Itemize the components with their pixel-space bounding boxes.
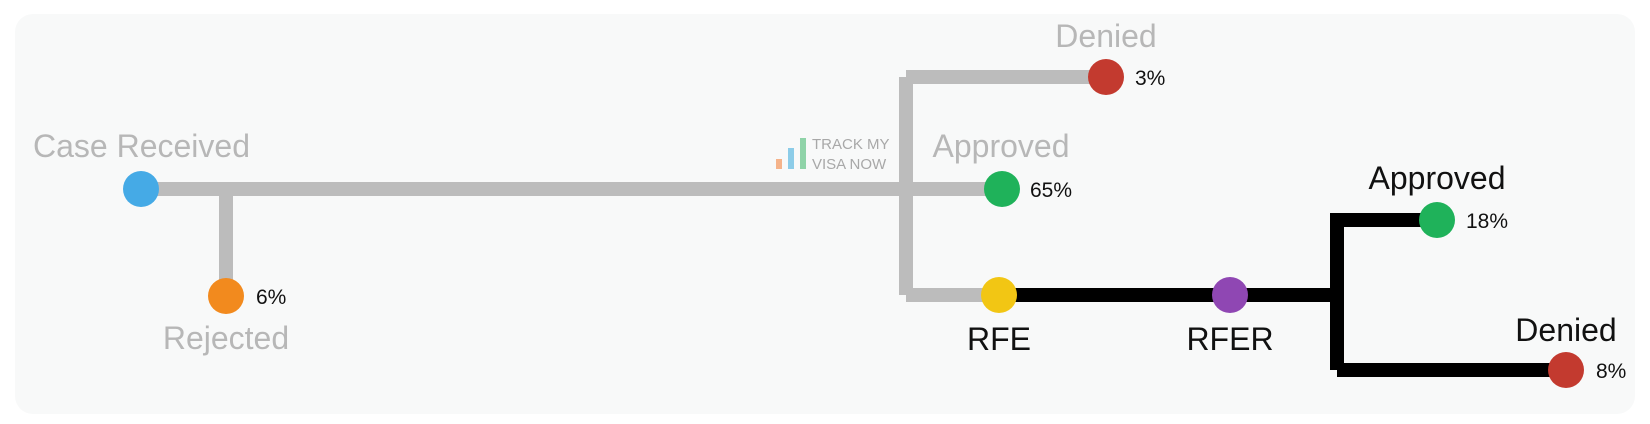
logo-bars-icon — [776, 138, 806, 169]
label-rfe: RFE — [967, 321, 1031, 357]
node-approved-right — [1419, 202, 1455, 238]
pct-approved-right: 18% — [1466, 210, 1508, 233]
label-rejected: Rejected — [163, 320, 289, 356]
label-approved-right: Approved — [1369, 160, 1506, 196]
logo-line-2: VISA NOW — [812, 156, 887, 173]
pct-denied-top: 3% — [1135, 67, 1165, 90]
node-denied-right — [1548, 352, 1584, 388]
label-rfer: RFER — [1186, 321, 1273, 357]
pct-rejected: 6% — [256, 286, 286, 309]
label-case-received: Case Received — [33, 128, 250, 164]
label-approved-mid: Approved — [933, 128, 1070, 164]
inactive-paths — [141, 70, 1106, 302]
node-case-received — [123, 171, 159, 207]
logo-line-1: TRACK MY — [812, 136, 890, 153]
pct-approved-mid: 65% — [1030, 179, 1072, 202]
label-denied-right: Denied — [1515, 312, 1616, 348]
node-rfe — [981, 277, 1017, 313]
label-denied-top: Denied — [1055, 18, 1156, 54]
node-rejected — [208, 278, 244, 314]
active-paths — [999, 213, 1566, 377]
node-approved-mid — [984, 171, 1020, 207]
pct-denied-right: 8% — [1596, 360, 1626, 383]
node-rfer — [1212, 277, 1248, 313]
node-denied-top — [1088, 59, 1124, 95]
